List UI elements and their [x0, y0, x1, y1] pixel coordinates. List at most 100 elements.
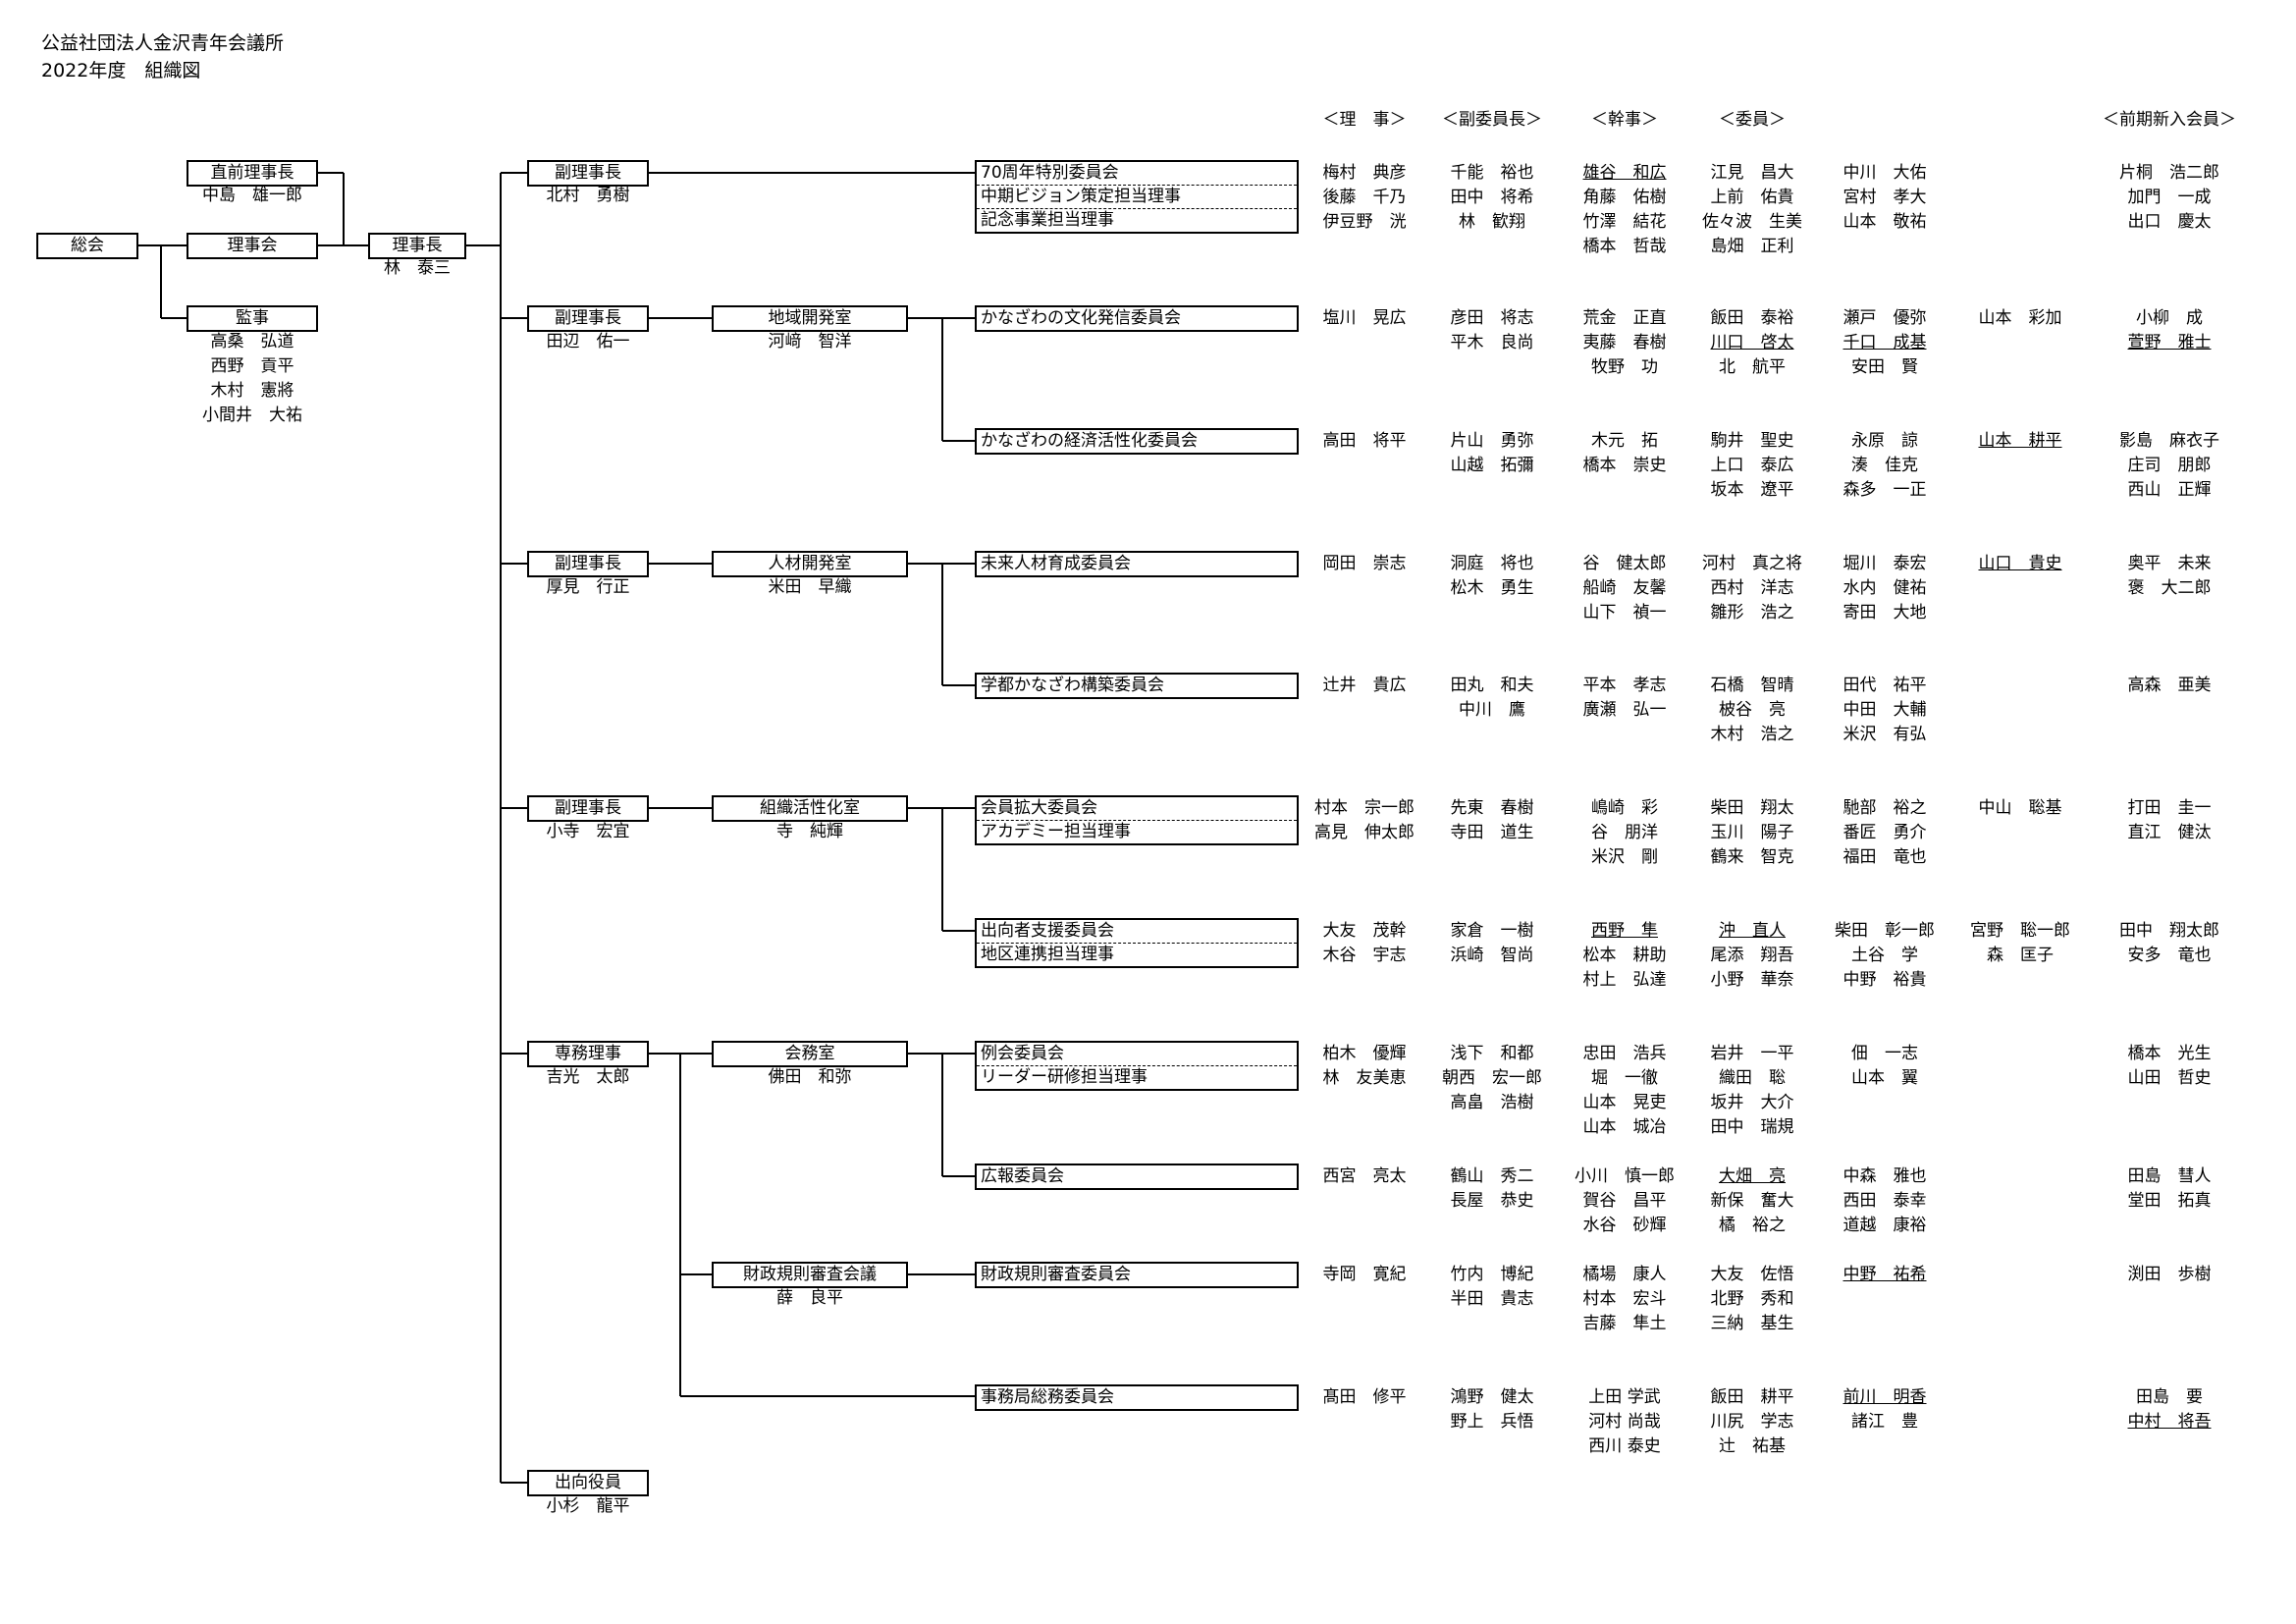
committee-name: 例会委員会 [981, 1044, 1064, 1063]
member-shinnyu: 出口 慶太 [2127, 212, 2212, 232]
member-shinnyu: 加門 一成 [2127, 188, 2212, 207]
officer-box: 出向役員 [527, 1470, 649, 1496]
kanji-name: 西野 貢平 [210, 356, 294, 376]
member-iin: 上前 佑貴 [1710, 188, 1794, 207]
member-iin: 辻 祐基 [1719, 1436, 1786, 1456]
committee-name: 記念事業担当理事 [977, 208, 1297, 232]
committee-box: 会員拡大委員会アカデミー担当理事 [975, 795, 1299, 845]
member-iin: 宮野 聡一郎 [1970, 921, 2070, 941]
member-iin: 江見 昌大 [1710, 163, 1794, 183]
member-iin: 小野 華奈 [1710, 970, 1794, 990]
org-name: 公益社団法人金沢青年会議所 [41, 32, 285, 54]
member-kanji: 雄谷 和広 [1582, 163, 1667, 183]
member-iin: 橘 裕之 [1719, 1216, 1786, 1235]
member-iin: 番匠 勇介 [1842, 823, 1927, 842]
member-kanji: 水谷 砂輝 [1582, 1216, 1667, 1235]
member-iin: 瀬戸 優弥 [1842, 308, 1927, 328]
member-iin: 堀川 泰宏 [1842, 554, 1927, 573]
officer-box: 専務理事 [527, 1041, 649, 1067]
member-iin: 山本 彩加 [1978, 308, 2062, 328]
member-iin: 山本 耕平 [1978, 431, 2062, 451]
member-iin: 尾添 翔吾 [1710, 946, 1794, 965]
committee-name: 地区連携担当理事 [977, 943, 1297, 966]
committee-name: 事務局総務委員会 [981, 1387, 1114, 1407]
officer-box: 副理事長 [527, 551, 649, 577]
member-kanji: 山下 禎一 [1582, 603, 1667, 623]
member-iin: 田代 祐平 [1842, 676, 1927, 695]
member-iin: 大畑 亮 [1719, 1166, 1786, 1186]
member-shinnyu: 褒 大二郎 [2127, 578, 2212, 598]
committee-name: かなざわの経済活性化委員会 [981, 431, 1198, 451]
soukai-box: 総会 [36, 233, 138, 259]
member-shinnyu: 直江 健汰 [2127, 823, 2212, 842]
committee-name: 70周年特別委員会 [981, 163, 1119, 183]
member-fuku: 片山 勇弥 [1450, 431, 1534, 451]
member-iin: 岩井 一平 [1710, 1044, 1794, 1063]
member-kanji: 橋本 哲哉 [1582, 237, 1667, 256]
member-iin: 川尻 学志 [1710, 1412, 1794, 1432]
member-kanji: 米沢 剛 [1591, 847, 1658, 867]
room-box: 財政規則審査会議 [712, 1262, 908, 1288]
member-iin: 中田 大輔 [1842, 700, 1927, 720]
room-name: 薛 良平 [776, 1288, 843, 1308]
member-kanji: 吉藤 隼土 [1582, 1314, 1667, 1333]
member-iin: 西田 泰幸 [1842, 1191, 1927, 1211]
member-iin: 中野 祐希 [1842, 1265, 1927, 1284]
member-kanji: 橘場 康人 [1582, 1265, 1667, 1284]
member-iin: 山本 翼 [1851, 1068, 1918, 1088]
member-iin: 柀谷 亮 [1719, 700, 1786, 720]
member-shinnyu: 打田 圭一 [2127, 798, 2212, 818]
officer-name: 小寺 宏宜 [546, 822, 630, 841]
member-shinnyu: 田島 要 [2136, 1387, 2203, 1407]
member-riji: 木谷 宇志 [1322, 946, 1407, 965]
member-fuku: 家倉 一樹 [1450, 921, 1534, 941]
member-iin: 森多 一正 [1842, 480, 1927, 500]
member-kanji: 谷 朋洋 [1591, 823, 1658, 842]
kanji-name: 木村 憲將 [210, 381, 294, 401]
member-kanji: 村本 宏斗 [1582, 1289, 1667, 1309]
member-iin: 新保 奮大 [1710, 1191, 1794, 1211]
committee-box: 財政規則審査委員会 [975, 1262, 1299, 1288]
member-iin: 柴田 彰一郎 [1835, 921, 1935, 941]
member-iin: 西村 洋志 [1710, 578, 1794, 598]
member-iin: 玉川 陽子 [1710, 823, 1794, 842]
member-fuku: 田丸 和夫 [1450, 676, 1534, 695]
member-riji: 柏木 優輝 [1322, 1044, 1407, 1063]
member-fuku: 高畠 浩樹 [1450, 1093, 1534, 1112]
member-iin: 柴田 翔太 [1710, 798, 1794, 818]
committee-name: かなざわの文化発信委員会 [981, 308, 1181, 328]
member-shinnyu: 萱野 雅士 [2127, 333, 2212, 352]
member-riji: 高田 将平 [1322, 431, 1407, 451]
member-kanji: 西野 隼 [1591, 921, 1658, 941]
member-riji: 岡田 崇志 [1322, 554, 1407, 573]
column-header-kanji: ＜幹事＞ [1591, 110, 1658, 130]
member-kanji: 船崎 友馨 [1582, 578, 1667, 598]
committee-box: 例会委員会リーダー研修担当理事 [975, 1041, 1299, 1091]
member-iin: 中山 聡基 [1978, 798, 2062, 818]
officer-name: 吉光 太郎 [546, 1067, 630, 1087]
member-iin: 北 航平 [1719, 357, 1786, 377]
member-riji: 西宮 亮太 [1322, 1166, 1407, 1186]
member-kanji: 西川 泰史 [1588, 1436, 1661, 1456]
member-fuku: 野上 兵悟 [1450, 1412, 1534, 1432]
member-iin: 三納 基生 [1710, 1314, 1794, 1333]
rijikai-box: 理事会 [187, 233, 318, 259]
member-iin: 北野 秀和 [1710, 1289, 1794, 1309]
room-box: 地域開発室 [712, 305, 908, 332]
member-iin: 土谷 学 [1851, 946, 1918, 965]
member-riji: 伊豆野 洸 [1322, 212, 1407, 232]
officer-box: 副理事長 [527, 795, 649, 822]
member-iin: 福田 竜也 [1842, 847, 1927, 867]
member-fuku: 山越 拓彌 [1450, 456, 1534, 475]
member-iin: 前川 明香 [1842, 1387, 1927, 1407]
member-iin: 飯田 耕平 [1710, 1387, 1794, 1407]
member-kanji: 橋本 崇史 [1582, 456, 1667, 475]
officer-box: 副理事長 [527, 305, 649, 332]
member-iin: 坂本 遼平 [1710, 480, 1794, 500]
rijicho-name: 林 泰三 [384, 258, 451, 278]
member-shinnyu: 渕田 歩樹 [2127, 1265, 2212, 1284]
member-iin: 中森 雅也 [1842, 1166, 1927, 1186]
committee-name: 学都かなざわ構築委員会 [981, 676, 1164, 695]
member-kanji: 竹澤 結花 [1582, 212, 1667, 232]
